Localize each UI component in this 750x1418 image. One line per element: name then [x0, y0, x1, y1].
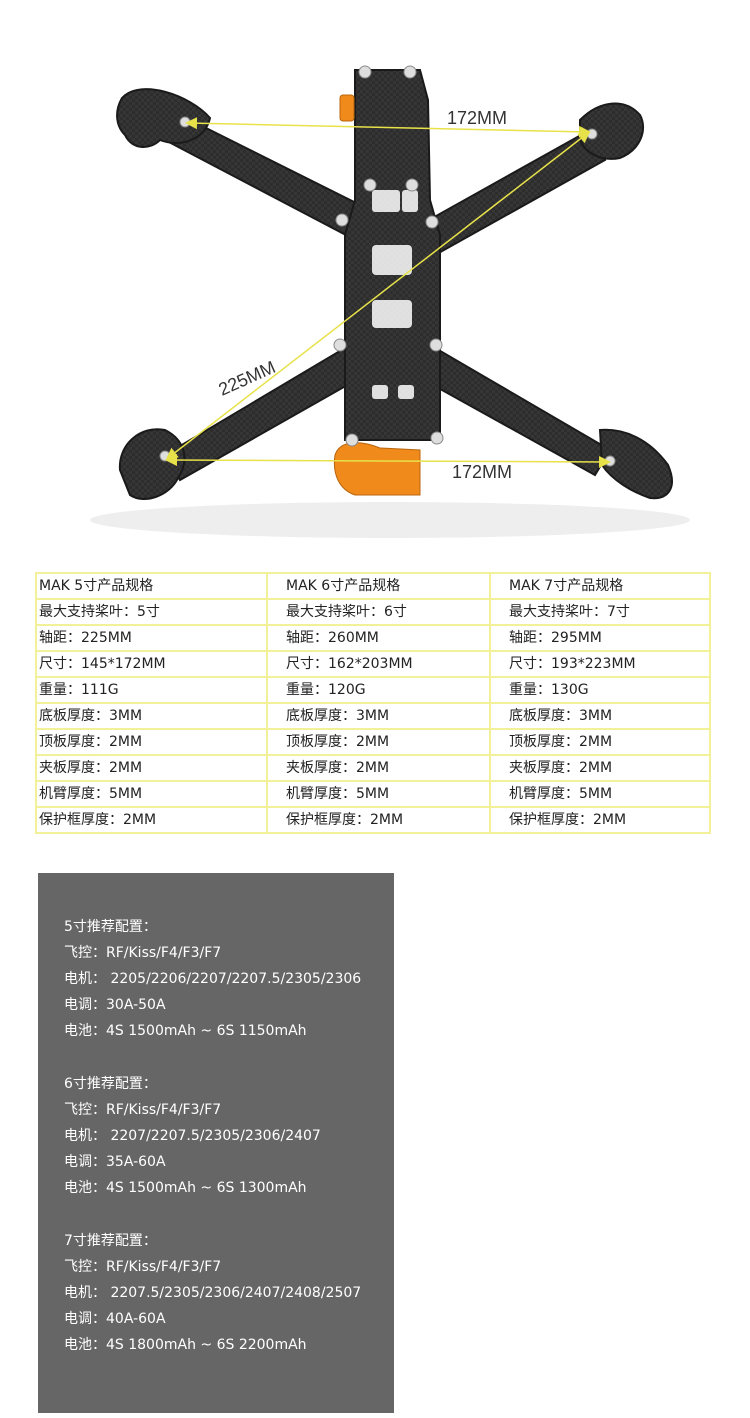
config-line: 电池：4S 1800mAh ~ 6S 2200mAh — [64, 1337, 307, 1353]
config-line: 电机： 2207.5/2305/2306/2407/2408/2507 — [64, 1285, 362, 1301]
table-cell: 机臂厚度：5MM — [35, 780, 268, 808]
table-cell: 底板厚度：3MM — [266, 702, 491, 730]
config-line: 电池：4S 1500mAh ~ 6S 1150mAh — [64, 1023, 307, 1039]
table-cell: 重量：130G — [489, 676, 711, 704]
product-photo: 172MM 225MM 172MM — [0, 0, 750, 560]
table-cell: 轴距：225MM — [35, 624, 268, 652]
config-title: 7寸推荐配置： — [64, 1233, 157, 1249]
table-cell: 尺寸：193*223MM — [489, 650, 711, 678]
dimension-arrows — [165, 117, 611, 468]
table-cell: MAK 7寸产品规格 — [489, 572, 711, 600]
table-cell: MAK 5寸产品规格 — [35, 572, 268, 600]
table-cell: 保护框厚度：2MM — [266, 806, 491, 834]
table-cell: 顶板厚度：2MM — [489, 728, 711, 756]
config-line: 飞控：RF/Kiss/F4/F3/F7 — [64, 1259, 222, 1275]
config-line: 飞控：RF/Kiss/F4/F3/F7 — [64, 1102, 222, 1118]
table-cell: 重量：111G — [35, 676, 268, 704]
config-title: 6寸推荐配置： — [64, 1076, 157, 1092]
table-cell: 轴距：295MM — [489, 624, 711, 652]
table-row: 保护框厚度：2MM 保护框厚度：2MM 保护框厚度：2MM — [35, 806, 711, 834]
table-cell: 顶板厚度：2MM — [266, 728, 491, 756]
table-row: 轴距：225MM 轴距：260MM 轴距：295MM — [35, 624, 711, 652]
dimension-label-width-top: 172MM — [447, 108, 507, 128]
table-cell: 最大支持桨叶：5寸 — [35, 598, 268, 626]
table-cell: 夹板厚度：2MM — [266, 754, 491, 782]
config-title: 5寸推荐配置： — [64, 919, 157, 935]
config-group-7-inch: 7寸推荐配置： 飞控：RF/Kiss/F4/F3/F7 电机： 2207.5/2… — [64, 1228, 361, 1358]
table-row: 最大支持桨叶：5寸 最大支持桨叶：6寸 最大支持桨叶：7寸 — [35, 598, 711, 626]
table-cell: 机臂厚度：5MM — [266, 780, 491, 808]
config-line: 飞控：RF/Kiss/F4/F3/F7 — [64, 945, 222, 961]
table-cell: 机臂厚度：5MM — [489, 780, 711, 808]
config-group-5-inch: 5寸推荐配置： 飞控：RF/Kiss/F4/F3/F7 电机： 2205/220… — [64, 914, 361, 1044]
config-line: 电调：35A-60A — [64, 1154, 166, 1170]
table-cell: 底板厚度：3MM — [35, 702, 268, 730]
table-row: 重量：111G 重量：120G 重量：130G — [35, 676, 711, 704]
config-line: 电机： 2205/2206/2207/2207.5/2305/2306 — [64, 971, 362, 987]
table-cell: 最大支持桨叶：6寸 — [266, 598, 491, 626]
drone-frame-illustration: 172MM 225MM 172MM — [90, 65, 690, 538]
table-cell: MAK 6寸产品规格 — [266, 572, 491, 600]
table-row: MAK 5寸产品规格 MAK 6寸产品规格 MAK 7寸产品规格 — [35, 572, 711, 600]
table-cell: 夹板厚度：2MM — [35, 754, 268, 782]
config-line: 电机： 2207/2207.5/2305/2306/2407 — [64, 1128, 321, 1144]
table-cell: 顶板厚度：2MM — [35, 728, 268, 756]
recommended-config-panel: 5寸推荐配置： 飞控：RF/Kiss/F4/F3/F7 电机： 2205/220… — [38, 873, 394, 1413]
spec-table: MAK 5寸产品规格 MAK 6寸产品规格 MAK 7寸产品规格 最大支持桨叶：… — [35, 572, 711, 834]
table-cell: 轴距：260MM — [266, 624, 491, 652]
motor-mounts — [116, 88, 673, 500]
table-cell: 重量：120G — [266, 676, 491, 704]
table-cell: 保护框厚度：2MM — [489, 806, 711, 834]
table-row: 机臂厚度：5MM 机臂厚度：5MM 机臂厚度：5MM — [35, 780, 711, 808]
table-cell: 尺寸：162*203MM — [266, 650, 491, 678]
table-cell: 尺寸：145*172MM — [35, 650, 268, 678]
table-cell: 保护框厚度：2MM — [35, 806, 268, 834]
table-cell: 底板厚度：3MM — [489, 702, 711, 730]
dimension-label-width-bottom: 172MM — [452, 462, 512, 482]
config-line: 电调：30A-50A — [64, 997, 166, 1013]
frame-shadow — [90, 502, 690, 538]
config-line: 电池：4S 1500mAh ~ 6S 1300mAh — [64, 1180, 307, 1196]
table-cell: 夹板厚度：2MM — [489, 754, 711, 782]
config-group-6-inch: 6寸推荐配置： 飞控：RF/Kiss/F4/F3/F7 电机： 2207/220… — [64, 1071, 321, 1201]
table-row: 夹板厚度：2MM 夹板厚度：2MM 夹板厚度：2MM — [35, 754, 711, 782]
table-cell: 最大支持桨叶：7寸 — [489, 598, 711, 626]
table-row: 顶板厚度：2MM 顶板厚度：2MM 顶板厚度：2MM — [35, 728, 711, 756]
config-line: 电调：40A-60A — [64, 1311, 166, 1327]
table-row: 底板厚度：3MM 底板厚度：3MM 底板厚度：3MM — [35, 702, 711, 730]
table-row: 尺寸：145*172MM 尺寸：162*203MM 尺寸：193*223MM — [35, 650, 711, 678]
